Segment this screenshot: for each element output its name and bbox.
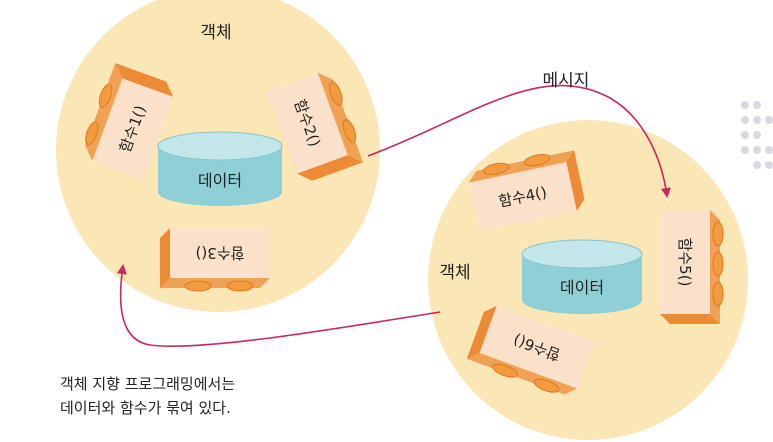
data-cylinder-2: 데이터 bbox=[521, 239, 643, 314]
caption-line-2: 데이터와 함수가 묶여 있다. bbox=[60, 399, 231, 417]
function-brick-4: 함수4() bbox=[468, 150, 585, 232]
object-label-1: 객체 bbox=[200, 23, 231, 43]
caption-line-1: 객체 지향 프로그래밍에서는 bbox=[60, 375, 236, 393]
message-label: 메시지 bbox=[543, 71, 590, 91]
function-label-3: 함수3() bbox=[196, 244, 245, 262]
decorative-dots bbox=[741, 101, 773, 169]
function-brick-2: 함수2() bbox=[266, 72, 363, 181]
message-arrow bbox=[367, 84, 671, 198]
function-brick-6: 함수6() bbox=[466, 305, 595, 395]
function-brick-3: 함수3() bbox=[160, 228, 270, 292]
return-arrow bbox=[116, 264, 441, 348]
function-brick-5: 함수5() bbox=[660, 210, 724, 324]
data-label-2: 데이터 bbox=[560, 278, 604, 297]
function-brick-1: 함수1() bbox=[85, 63, 174, 180]
caption: 객체 지향 프로그래밍에서는 데이터와 함수가 묶여 있다. bbox=[60, 372, 235, 420]
function-label-5: 함수5() bbox=[676, 238, 694, 287]
data-label-1: 데이터 bbox=[198, 171, 242, 190]
object-label-2: 객체 bbox=[439, 263, 470, 283]
data-cylinder-1: 데이터 bbox=[157, 131, 283, 206]
